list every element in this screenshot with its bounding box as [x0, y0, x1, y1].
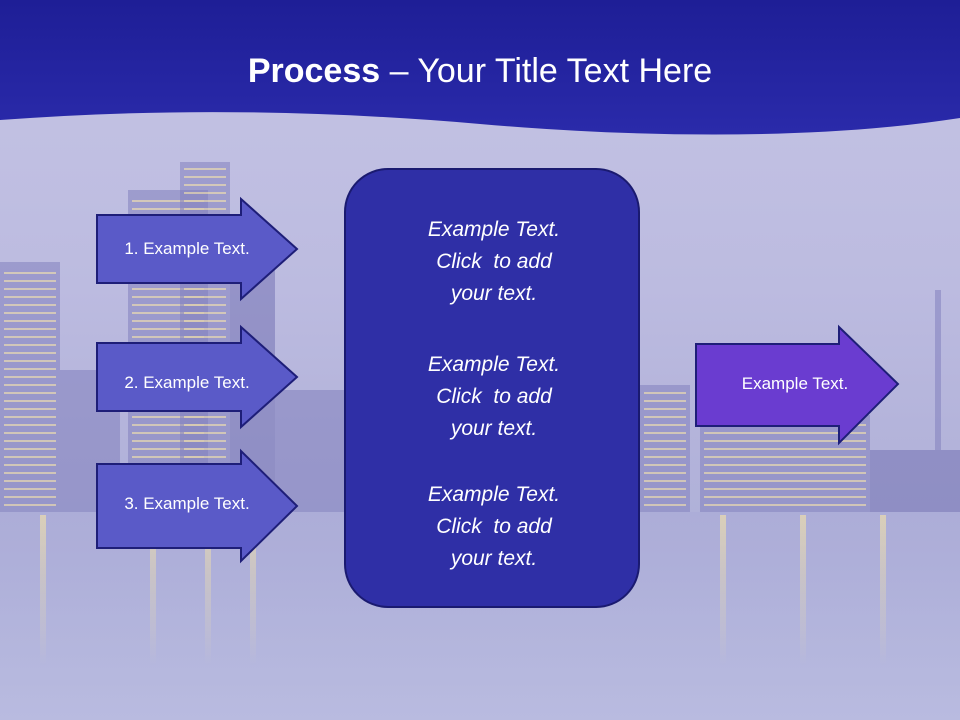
- step-label: 2. Example Text.: [124, 373, 250, 392]
- output-arrow[interactable]: Example Text.: [695, 324, 900, 446]
- page-title: Process – Your Title Text Here: [247, 52, 713, 90]
- step-arrow-2[interactable]: 2. Example Text.: [96, 324, 299, 430]
- header-band: Process – Your Title Text Here: [0, 0, 960, 140]
- step-arrow-1[interactable]: 1. Example Text.: [96, 196, 299, 302]
- step-label: 1. Example Text.: [124, 239, 250, 258]
- step-label: 3. Example Text.: [124, 494, 250, 513]
- step-arrow-3[interactable]: 3. Example Text.: [96, 448, 299, 564]
- output-label: Example Text.: [741, 374, 849, 393]
- center-text-block-1: Example Text. Click to add your text.: [427, 218, 561, 305]
- center-text-block-2: Example Text. Click to add your text.: [427, 353, 561, 440]
- center-text-block-3: Example Text. Click to add your text.: [427, 483, 561, 570]
- center-text-box[interactable]: Example Text. Click to add your text. Ex…: [344, 168, 640, 608]
